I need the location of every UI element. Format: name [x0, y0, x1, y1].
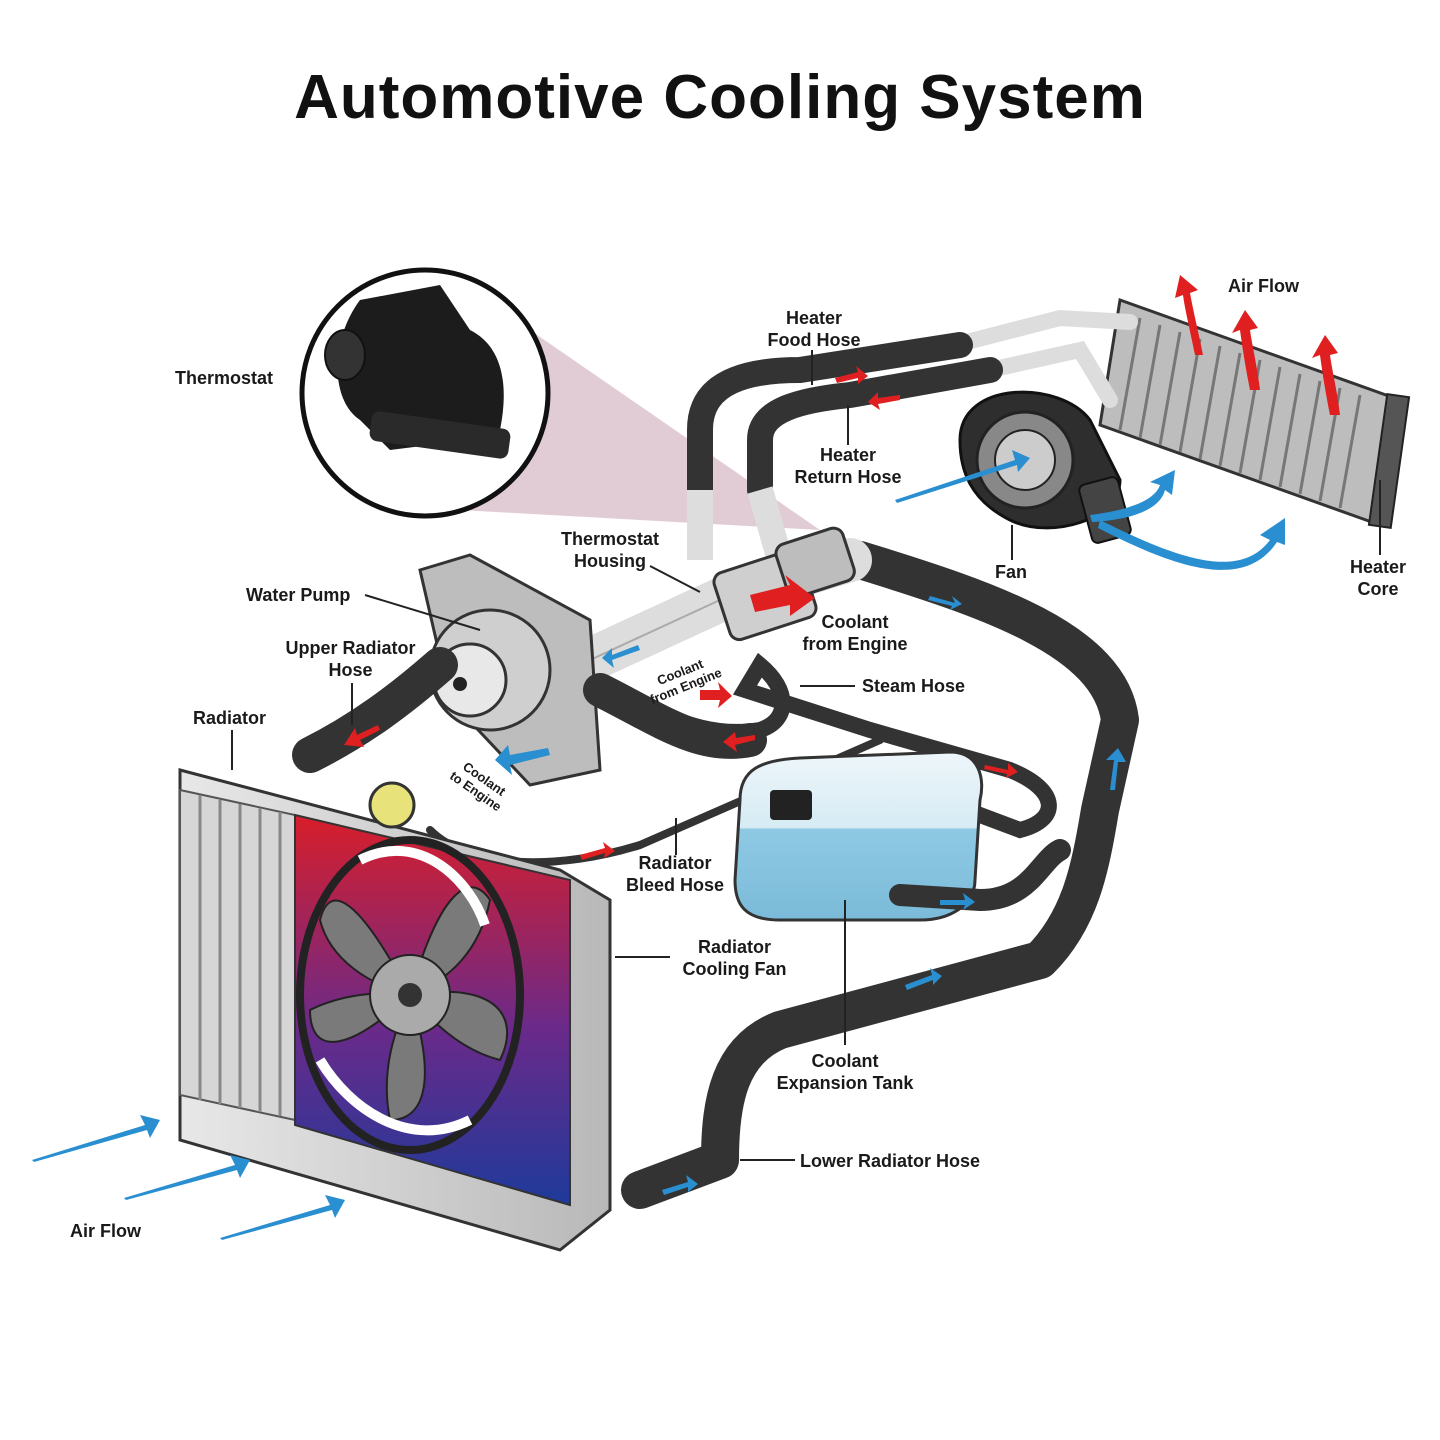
cold-flow-arrows: [32, 450, 1285, 1240]
leader-lines: [231, 350, 1381, 1161]
heater-return-hose: [747, 357, 1003, 503]
label-thermostat: Thermostat: [175, 368, 274, 388]
label-fan: Fan: [995, 562, 1028, 582]
page-title: Automotive Cooling System: [294, 63, 1146, 132]
thermostat-callout-cone: [460, 330, 820, 530]
radiator-cooling-fan: [296, 836, 524, 1154]
heater-food-hose: [687, 332, 973, 503]
label-steam-hose: Steam Hose: [862, 676, 966, 696]
label-radiator: Radiator: [193, 708, 267, 728]
label-lower-radiator-hose: Lower Radiator Hose: [800, 1151, 981, 1171]
tank-outlet-hose: [889, 839, 1071, 912]
right-coolant-hose: [621, 541, 1139, 1209]
label-air-flow-bottom: Air Flow: [70, 1221, 141, 1241]
thermostat-callout: [299, 267, 551, 519]
coolant-expansion-tank: [733, 750, 1071, 922]
heater-core: [1098, 297, 1411, 530]
water-pump: [418, 553, 602, 787]
heater-pipe-lower: [982, 340, 1118, 408]
label-air-flow-top: Air Flow: [1228, 276, 1299, 296]
upper-radiator-hose: [292, 647, 458, 773]
heater-pipe-upper: [947, 309, 1138, 353]
blower-fan: [958, 390, 1132, 544]
hot-flow-arrows: [344, 275, 1340, 860]
radiator-cap: [368, 781, 416, 829]
label-water-pump: Water Pump: [246, 585, 351, 605]
